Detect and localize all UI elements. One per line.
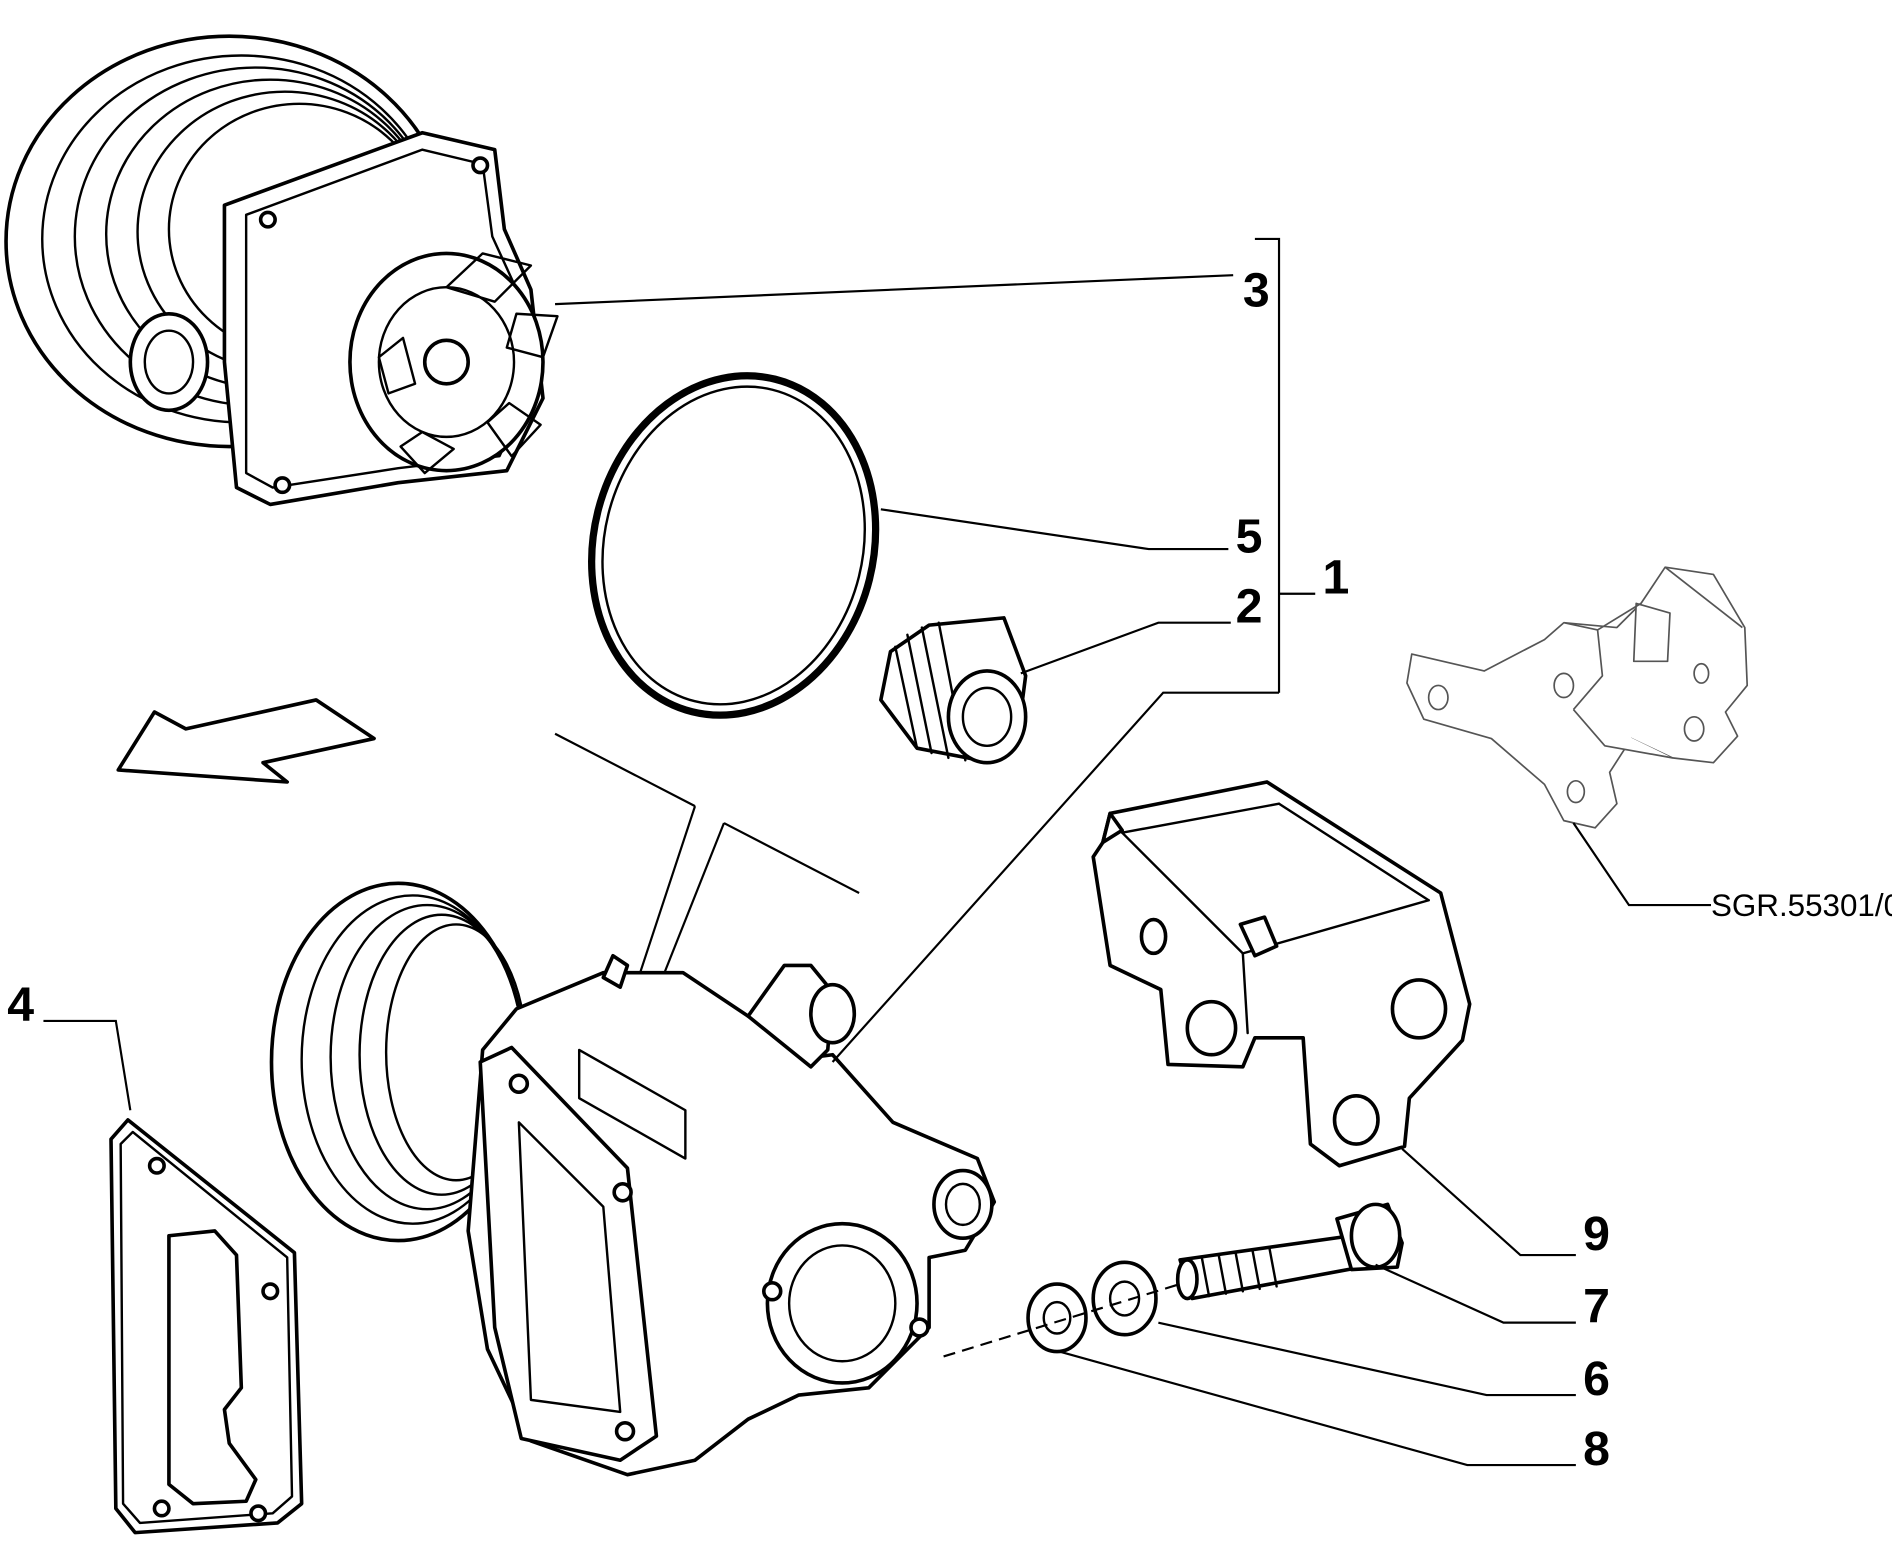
callout-8: 8 xyxy=(1583,1422,1610,1476)
part-7-bolt xyxy=(1175,1202,1404,1301)
callout-2: 2 xyxy=(1236,580,1263,634)
part-1-pump-assembly xyxy=(269,881,997,1477)
reference-code: SGR.55301/01 xyxy=(1711,888,1892,923)
callout-1: 1 xyxy=(1322,551,1349,605)
callout-9: 9 xyxy=(1583,1207,1610,1261)
callout-3: 3 xyxy=(1243,264,1270,318)
leader-lines xyxy=(43,274,1712,1467)
callout-4: 4 xyxy=(7,978,34,1032)
callout-6: 6 xyxy=(1583,1352,1610,1406)
part-8-washer xyxy=(1026,1282,1088,1354)
part-9-bracket xyxy=(1091,780,1472,1168)
reference-bracket-view xyxy=(1406,566,1749,829)
part-3-pump-impeller xyxy=(4,34,559,507)
callout-5: 5 xyxy=(1236,510,1263,564)
callout-7: 7 xyxy=(1583,1280,1610,1334)
assembly-group-bracket xyxy=(1254,237,1316,693)
part-4-gasket xyxy=(109,1118,304,1535)
direction-arrow xyxy=(116,698,376,784)
part-5-o-ring xyxy=(588,372,880,719)
mounting-axis-line xyxy=(943,1282,1181,1358)
part-6-washer xyxy=(1091,1260,1158,1337)
part-2-plug xyxy=(879,616,1028,765)
